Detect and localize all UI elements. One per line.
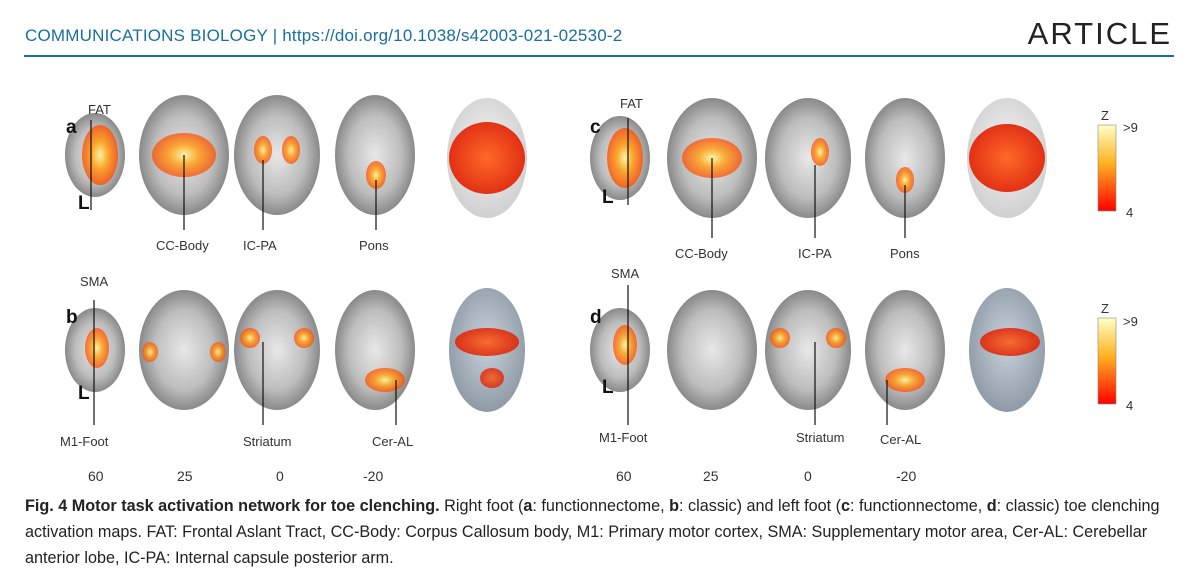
left-marker-c: L [602,187,614,208]
brain-slice-axial-25 [234,290,320,410]
activation-3d [455,328,519,356]
label-pons-c: Pons [890,246,920,261]
left-marker-a: L [78,193,90,214]
colorbar-min-bottom: 4 [1126,398,1134,413]
label-pons-a: Pons [359,238,389,253]
label-fat-a: FAT [88,102,111,117]
panel-letter-c: c [590,117,601,138]
activation-3d [969,124,1045,192]
activation-blob [811,138,829,166]
panel-letter-a: a [66,117,77,138]
colorbar-max-bottom: >9 [1123,314,1138,329]
brain-slice-axial-25 [765,290,851,410]
brain-slice-axial-25 [234,95,320,215]
left-marker-b: L [78,383,90,404]
activation-blob [282,136,300,164]
label-cer-al-b: Cer-AL [372,434,414,449]
label-striatum-b: Striatum [243,434,292,449]
activation-blob [365,368,405,392]
label-ic-pa-c: IC-PA [798,246,832,261]
label-m1-foot-d: M1-Foot [599,430,648,445]
panel-d-row [590,285,1045,425]
brain-slice-axial-0 [865,98,945,218]
slice-coord: 60 [616,468,632,484]
panel-letter-d: d [590,307,602,328]
activation-blob [885,368,925,392]
doi-link[interactable]: https://doi.org/10.1038/s42003-021-02530… [282,26,623,45]
brain-slice-axial-0 [335,290,415,410]
colorbar-max-top: >9 [1123,120,1138,135]
caption-text: : functionnectome, [850,497,987,515]
colorbar-top [1097,124,1117,212]
activation-blob [607,128,643,188]
label-fat-c: FAT [620,96,643,111]
label-sma-b: SMA [80,274,109,289]
caption-ref-c: c [840,497,850,515]
brain-slice-axial-60 [667,290,757,410]
activation-blob [85,328,109,368]
activation-blob [142,342,158,362]
journal-header: COMMUNICATIONS BIOLOGY | https://doi.org… [25,26,622,46]
caption-ref-d: d [986,497,997,515]
brain-figure-svg [65,95,1117,425]
brain-slice-axial-60 [139,290,229,410]
label-ic-pa-a: IC-PA [243,238,277,253]
journal-name: COMMUNICATIONS BIOLOGY [25,26,268,45]
caption-text: : classic) and left foot ( [679,497,841,515]
caption-text: Right foot ( [439,497,524,515]
activation-blob [240,328,260,348]
caption-text: : classic) toe clenching activation maps… [25,497,1160,567]
slice-coord: 0 [804,468,812,484]
panel-c-row [590,98,1047,238]
activation-blob [82,125,118,185]
activation-blob [294,328,314,348]
label-sma-d: SMA [611,266,640,281]
activation-blob [254,136,272,164]
header-separator: | [272,26,278,45]
slice-coord: -20 [363,468,384,484]
activation-blob [613,325,637,365]
slice-coord: 60 [88,468,104,484]
activation-blob [826,328,846,348]
label-m1-foot-b: M1-Foot [60,434,109,449]
caption-title: Motor task activation network for toe cl… [71,497,440,515]
brain-slice-axial-0 [335,95,415,215]
label-cer-al-d: Cer-AL [880,432,922,447]
colorbar-title-bottom: Z [1101,301,1109,316]
left-marker-d: L [602,377,614,398]
colorbar-bottom [1097,317,1117,405]
colorbar-title-top: Z [1101,108,1109,123]
slice-coord: 0 [276,468,284,484]
panel-letter-b: b [66,307,78,328]
brain-slice-axial-25 [765,98,851,218]
label-cc-body-c: CC-Body [675,246,728,261]
panel-a-row [65,95,527,230]
label-striatum-d: Striatum [796,430,845,445]
activation-blob [366,161,386,189]
figure-caption: Fig. 4 Motor task activation network for… [25,493,1175,571]
section-label: ARTICLE [1027,16,1172,51]
activation-3d [480,368,504,388]
header-rule [24,55,1174,57]
slice-coord: 25 [703,468,719,484]
caption-fig-number: Fig. 4 [25,497,68,515]
label-cc-body-a: CC-Body [156,238,209,253]
slice-coord: -20 [896,468,917,484]
caption-text: : functionnectome, [532,497,670,515]
caption-ref-a: a [523,497,533,515]
slice-coord: 25 [177,468,193,484]
figure-4: a b c d L L L L FAT CC-Body IC-PA Pons F… [0,80,1200,490]
activation-blob [210,342,226,362]
caption-ref-b: b [669,497,680,515]
activation-blob [770,328,790,348]
colorbar-min-top: 4 [1126,205,1134,220]
activation-3d [980,328,1040,356]
activation-blob [896,167,914,193]
panel-b-row [65,288,525,425]
activation-3d [449,122,525,194]
